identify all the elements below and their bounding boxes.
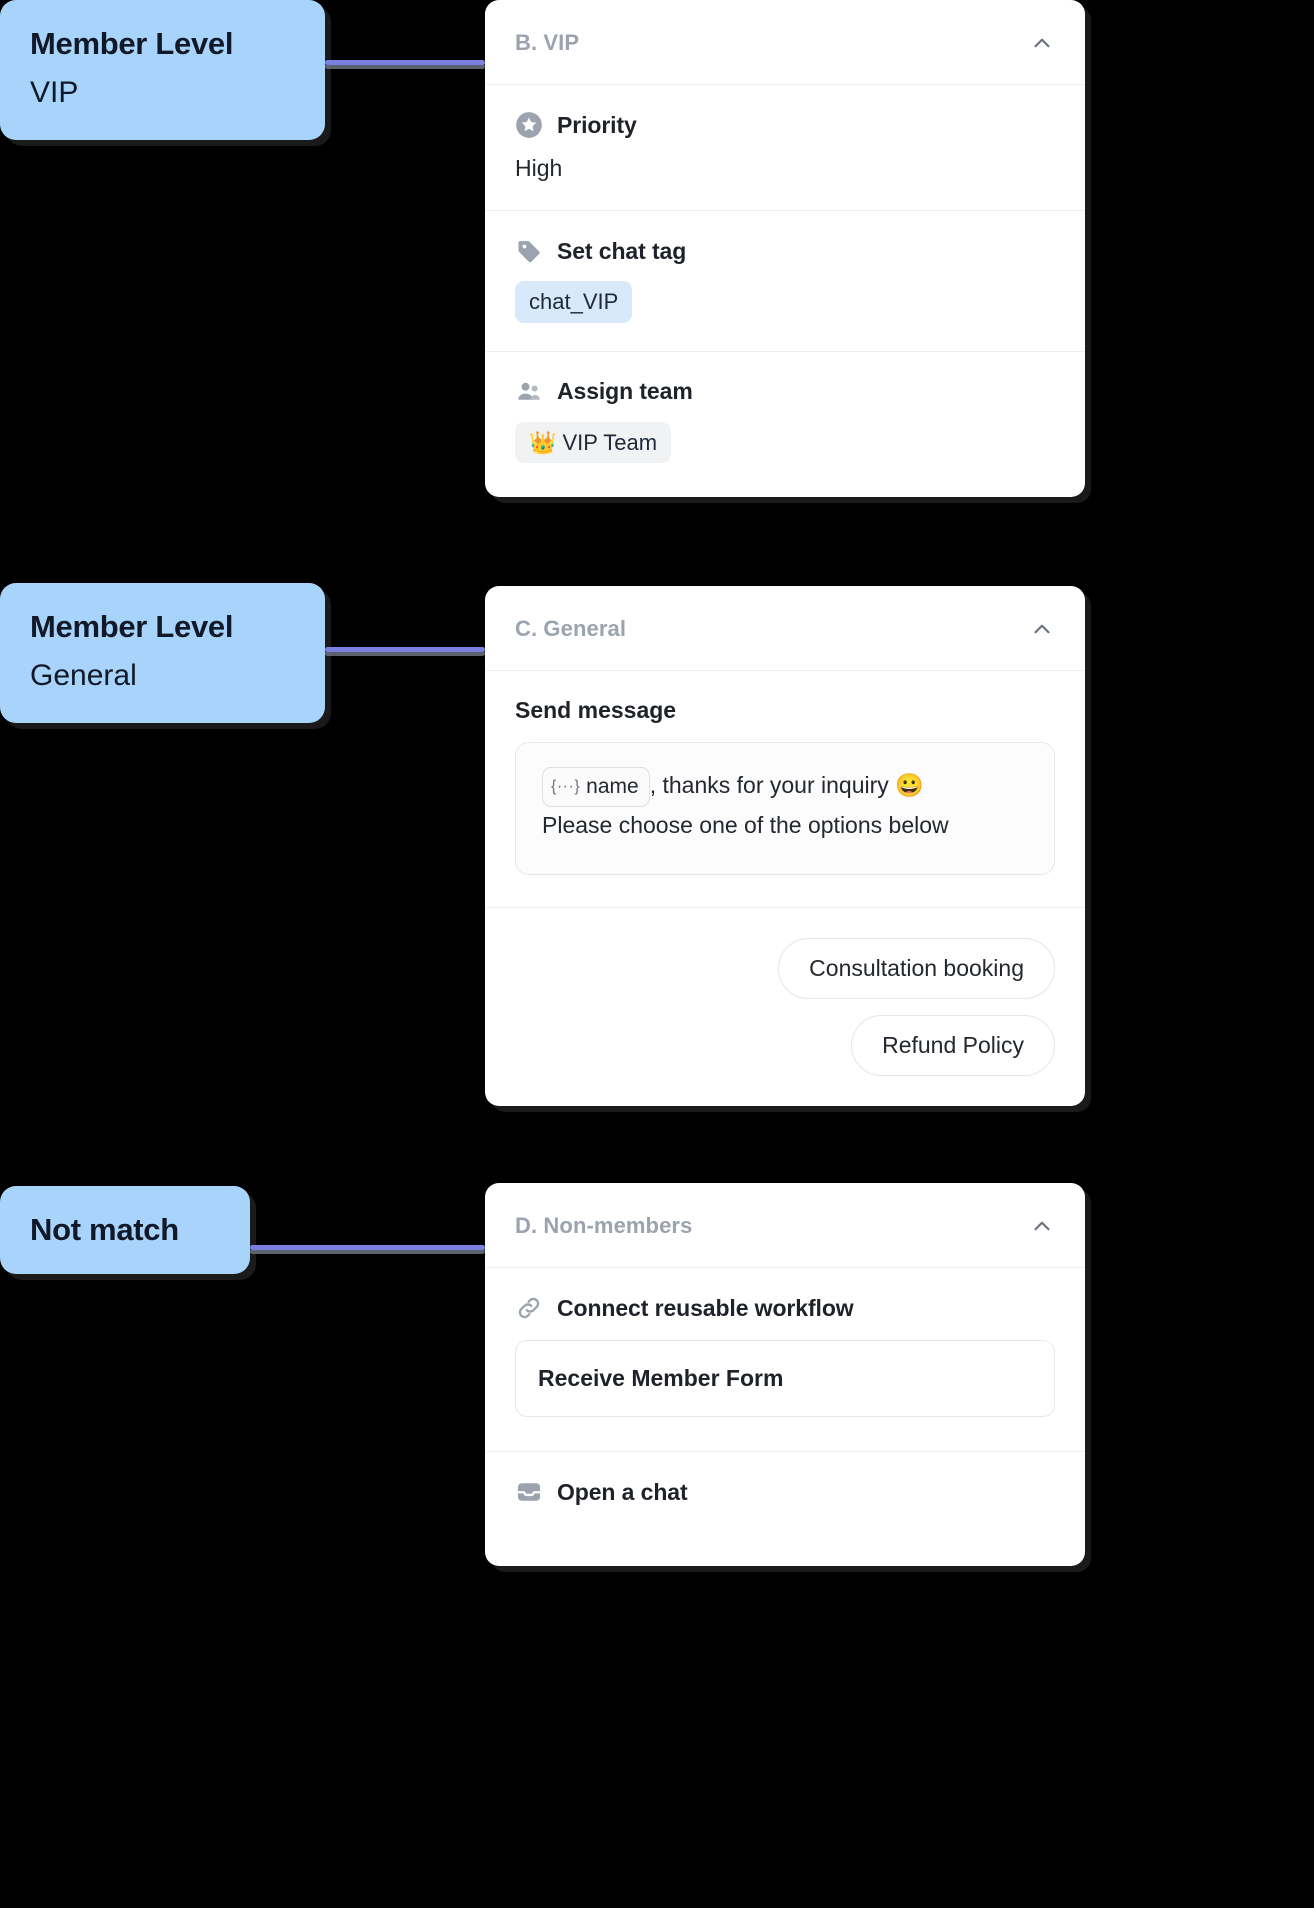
action-row-priority[interactable]: Priority High	[485, 85, 1085, 211]
chevron-up-icon[interactable]	[1029, 1213, 1055, 1239]
edge-general	[325, 647, 485, 652]
inbox-icon	[515, 1478, 543, 1506]
action-card-non-members: D. Non-members Connect reusable workflow…	[485, 1183, 1085, 1566]
users-icon	[515, 378, 543, 406]
edge-shadow-vip	[325, 64, 485, 69]
chat-tag-chip[interactable]: chat_VIP	[515, 281, 633, 323]
action-row-send-message[interactable]: Send message {···} name , thanks for you…	[485, 671, 1085, 908]
assign-team-chip[interactable]: 👑 VIP Team	[515, 421, 672, 463]
link-icon	[515, 1294, 543, 1322]
edge-shadow-general	[325, 651, 485, 656]
star-badge-icon	[515, 111, 543, 139]
card-header-general[interactable]: C. General	[485, 586, 1085, 671]
message-text-after-variable: , thanks for your inquiry 😀	[649, 772, 924, 799]
action-row-head: Open a chat	[515, 1478, 1055, 1506]
condition-title: Member Level	[30, 609, 234, 644]
action-label: Priority	[557, 111, 637, 138]
variable-pill-name[interactable]: {···} name	[542, 767, 650, 808]
condition-node-general[interactable]: Member Level General	[0, 583, 325, 724]
action-card-vip: B. VIP Priority High Set chat tag chat_V…	[485, 0, 1085, 497]
action-row-head: Set chat tag	[515, 237, 1055, 265]
card-header-vip[interactable]: B. VIP	[485, 0, 1085, 85]
action-value-priority: High	[515, 155, 563, 181]
variable-name: name	[586, 775, 639, 798]
action-row-head: Connect reusable workflow	[515, 1294, 1055, 1322]
quick-reply-list: Consultation booking Refund Policy	[485, 908, 1085, 1106]
action-label: Open a chat	[557, 1478, 688, 1505]
chevron-up-icon[interactable]	[1029, 30, 1055, 56]
message-line-1: {···} name , thanks for your inquiry 😀	[542, 767, 1028, 808]
condition-node-vip[interactable]: Member Level VIP	[0, 0, 325, 141]
action-row-connect-workflow[interactable]: Connect reusable workflow Receive Member…	[485, 1268, 1085, 1452]
action-card-general: C. General Send message {···} name , tha…	[485, 586, 1085, 1106]
card-header-non-members[interactable]: D. Non-members	[485, 1183, 1085, 1268]
condition-value: General	[30, 658, 137, 692]
condition-node-not-match[interactable]: Not match	[0, 1186, 250, 1274]
send-message-label: Send message	[515, 697, 677, 723]
workflow-reference-box[interactable]: Receive Member Form	[515, 1340, 1055, 1417]
message-line-2: Please choose one of the options below	[542, 812, 949, 839]
action-row-set-chat-tag[interactable]: Set chat tag chat_VIP	[485, 211, 1085, 352]
action-row-head: Priority	[515, 111, 1055, 139]
chevron-up-icon[interactable]	[1029, 616, 1055, 642]
card-title: D. Non-members	[515, 1213, 693, 1238]
action-label: Set chat tag	[557, 237, 687, 264]
card-title: C. General	[515, 616, 627, 641]
edge-vip	[325, 60, 485, 65]
message-bubble[interactable]: {···} name , thanks for your inquiry 😀 P…	[515, 742, 1055, 875]
action-row-head: Assign team	[515, 378, 1055, 406]
quick-reply-consultation-booking[interactable]: Consultation booking	[778, 937, 1055, 999]
edge-not-match	[250, 1245, 485, 1250]
condition-value: VIP	[30, 75, 79, 109]
action-label: Connect reusable workflow	[557, 1294, 854, 1321]
action-label: Assign team	[557, 378, 693, 404]
tag-icon	[515, 237, 543, 265]
condition-title: Not match	[30, 1212, 179, 1247]
edge-shadow-not-match	[250, 1249, 485, 1254]
variable-braces-icon: {···}	[551, 777, 581, 795]
card-title: B. VIP	[515, 30, 580, 55]
quick-reply-refund-policy[interactable]: Refund Policy	[851, 1014, 1055, 1076]
action-row-assign-team[interactable]: Assign team 👑 VIP Team	[485, 352, 1085, 498]
action-row-open-a-chat[interactable]: Open a chat	[485, 1452, 1085, 1566]
condition-title: Member Level	[30, 26, 234, 61]
